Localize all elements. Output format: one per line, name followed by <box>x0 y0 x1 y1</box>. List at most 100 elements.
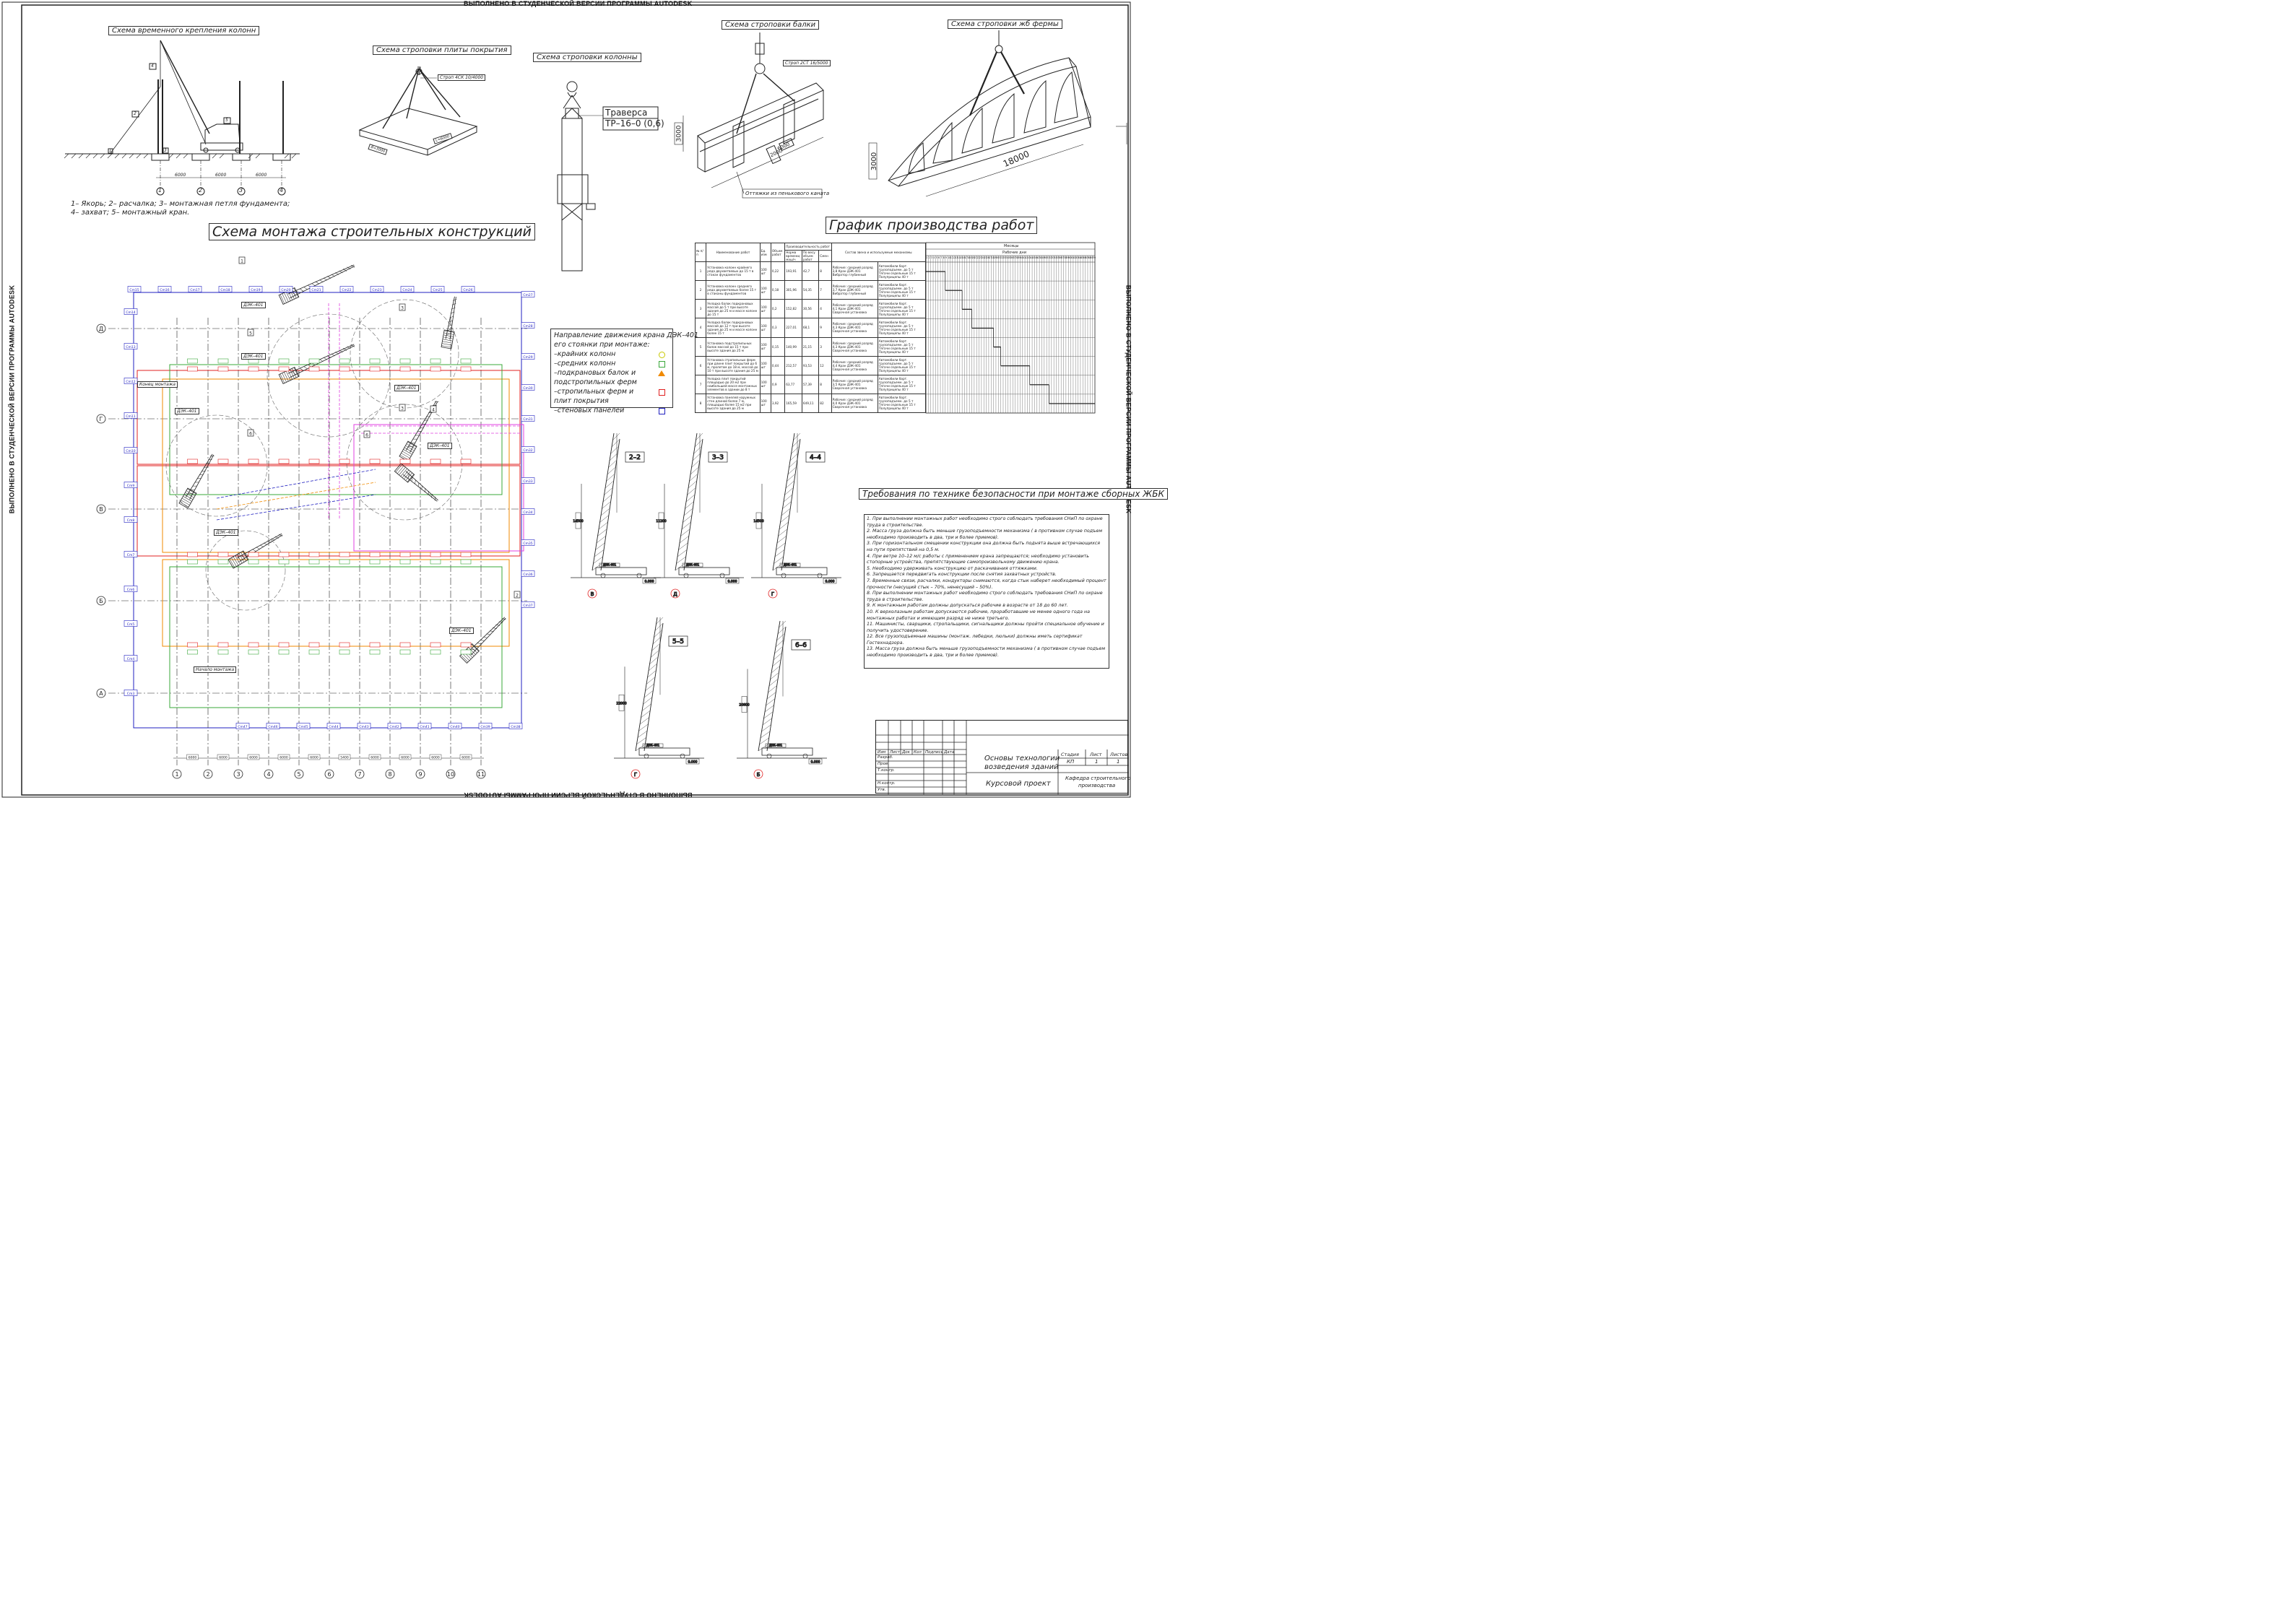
sched-shifts: 82 <box>818 393 832 414</box>
axis-label: Б <box>99 598 103 604</box>
panel-box <box>124 308 138 315</box>
gantt-day: 39 <box>1018 256 1021 259</box>
dim-box <box>338 754 351 760</box>
gantt-day: 22 <box>976 256 980 259</box>
panel-box <box>478 723 493 729</box>
legend-item-trusses-2: плит покрытия <box>554 397 609 405</box>
sched-norm: 227,01 <box>784 318 802 338</box>
sched-unit: 100 шт <box>759 355 771 375</box>
gantt-day: 64 <box>1078 256 1081 259</box>
gantt-day: 35 <box>1008 256 1012 259</box>
truss-mark <box>430 459 441 464</box>
panel-box <box>521 477 535 484</box>
plan-crane-label-6: ДЭК–401 <box>214 529 238 536</box>
axis-label: 11 <box>477 771 485 778</box>
truss-mark <box>278 366 290 372</box>
truss-mark <box>369 642 381 648</box>
crane-icon <box>441 296 457 349</box>
sched-mech: Автомобили борт. грузоподъемн. до 5 т Тя… <box>877 355 927 375</box>
gantt-day: 49 <box>1041 256 1045 259</box>
panel-box <box>400 286 415 292</box>
panel-box <box>124 551 138 557</box>
gantt-day: 26 <box>986 256 989 259</box>
swing-radius <box>165 414 268 517</box>
stamp-head-sheet: Лист <box>1090 752 1102 757</box>
panel-label: Cm6 <box>127 588 135 592</box>
crane-icon <box>228 533 283 569</box>
sched-shifts: 4 <box>818 299 832 319</box>
section-mark-label: 3 <box>401 306 404 311</box>
truss-mark <box>460 642 472 648</box>
gantt-day: 68 <box>1088 256 1091 259</box>
gantt-day: 66 <box>1083 256 1086 259</box>
column-mark <box>460 649 472 655</box>
dim-value: 6000 <box>189 756 197 760</box>
panel-label: Cm16 <box>160 288 169 292</box>
swing-radius <box>350 299 459 409</box>
axis-label: Д <box>99 326 103 332</box>
panel-box <box>430 286 445 292</box>
sched-team: Рабочие: средний разряд 4,3 Кран ДЭК-401… <box>831 318 878 338</box>
section-mark <box>238 256 246 264</box>
panel-box <box>124 343 138 349</box>
gantt-day: 50 <box>1044 256 1048 259</box>
sched-header-volume: Объем работ <box>770 242 786 263</box>
panel-box <box>124 690 138 696</box>
safety-rule: 7. Временные связи, расчалки, кондукторы… <box>867 578 1106 590</box>
sched-shifts: 7 <box>818 280 832 300</box>
panel-box <box>124 586 138 592</box>
gantt-day: 45 <box>1032 256 1036 259</box>
stamp-kind: Курсовой проект <box>986 780 1051 788</box>
panel-box <box>357 723 371 729</box>
panel-route <box>133 292 522 729</box>
gantt-day: 12 <box>953 256 956 259</box>
panel-box <box>448 723 462 729</box>
axis-bubble <box>415 769 425 779</box>
panel-label: Cm28 <box>523 324 532 329</box>
traverse-label-1: Траверса <box>605 108 648 118</box>
plan-crane-label-1: ДЭК–401 <box>241 302 266 308</box>
section-crane: ДЭК–401 <box>646 744 660 747</box>
section-height: 14500 <box>573 519 583 523</box>
panel-box <box>157 286 172 292</box>
sched-unit: 100 шт <box>759 299 771 319</box>
truss-mark <box>430 366 441 372</box>
panel-box <box>124 620 138 627</box>
sched-team: Рабочие: средний разряд 4,3 Кран ДЭК-401… <box>831 336 878 357</box>
sched-shifts: 9 <box>818 318 832 338</box>
gantt-day: 31 <box>998 256 1002 259</box>
sched-mech: Автомобили борт. грузоподъемн. до 5 т Тя… <box>877 280 927 300</box>
axis-bubble <box>96 414 106 424</box>
stamp-role-tcontr: Т.контр. <box>878 768 895 773</box>
sched-weight: 93,53 <box>801 355 820 375</box>
panel-label: Cm8 <box>127 518 135 523</box>
legend-square-blue <box>659 408 665 414</box>
gantt-day: 40 <box>1020 256 1023 259</box>
sched-shifts: 8 <box>818 374 832 394</box>
section-height: 11200 <box>656 519 666 523</box>
truss-mark <box>187 366 198 372</box>
panel-label: Cm38 <box>511 725 520 729</box>
axis-label: 8 <box>388 771 391 778</box>
axis-label: В <box>99 506 103 513</box>
sched-header-unit: Ед. изм <box>759 242 771 263</box>
section-axis: Д <box>673 591 677 597</box>
sched-norm: 140,99 <box>784 336 802 357</box>
column-mark <box>460 559 472 565</box>
axis-bubble <box>203 769 213 779</box>
panel-label: Cm20 <box>281 288 290 292</box>
truss-mark <box>217 459 229 464</box>
sched-unit: 100 шт <box>759 393 771 414</box>
swing-radius <box>205 530 286 611</box>
column-mark <box>460 358 472 364</box>
stamp-role-dev: Разраб. <box>878 755 893 760</box>
stamp-role-approve: Утв. <box>878 788 886 792</box>
title-slab-sling: Схема строповки плиты покрытия <box>373 45 511 55</box>
sched-vol: 0,22 <box>770 261 786 282</box>
panel-box <box>235 723 250 729</box>
gantt-day: 14 <box>957 256 961 259</box>
gantt-day: 24 <box>982 256 985 259</box>
sched-no: 2 <box>694 280 707 300</box>
section-label: 4–4 <box>810 454 821 461</box>
sched-vol: 0,9 <box>770 374 786 394</box>
